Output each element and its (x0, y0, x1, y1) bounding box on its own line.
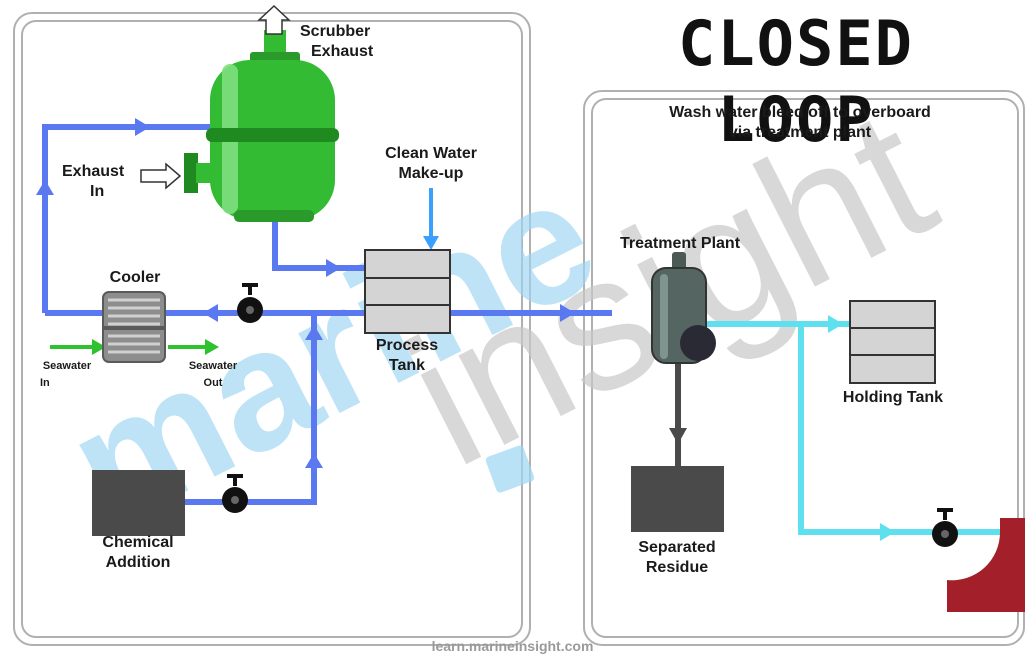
cooler-icon (102, 291, 166, 363)
process-tank (364, 249, 451, 334)
bleed-arrows (828, 315, 895, 541)
label-cooler: Cooler (109, 269, 161, 286)
label-treatment-plant: Treatment Plant (619, 235, 741, 252)
label-holding-tank: Holding Tank (842, 389, 944, 406)
treatment-plant-icon (651, 252, 716, 364)
chemical-addition-tank (92, 470, 185, 536)
loop-arrows (36, 118, 575, 468)
valve-icon-chemical-line (222, 474, 248, 513)
separated-residue-tank (631, 466, 724, 532)
valve-icon-cooler-line (237, 283, 263, 323)
clean-water-pipe (423, 188, 439, 250)
right-panel-frame (583, 90, 1025, 646)
watermark-anchor-icon (485, 445, 535, 493)
seawater-pipes (50, 339, 219, 355)
scrubber-vessel (184, 30, 339, 222)
exhaust-in-arrow-icon (140, 162, 182, 190)
holding-tank (849, 300, 936, 384)
scrubber-exhaust-arrow-icon (257, 4, 291, 35)
overboard-outlet-icon (947, 518, 1025, 612)
page-title: CLOSED LOOP (678, 7, 914, 156)
residue-pipe (669, 362, 687, 468)
footer-url: learn.marineinsight.com (431, 638, 594, 654)
valve-icon-overboard-line (932, 508, 958, 547)
